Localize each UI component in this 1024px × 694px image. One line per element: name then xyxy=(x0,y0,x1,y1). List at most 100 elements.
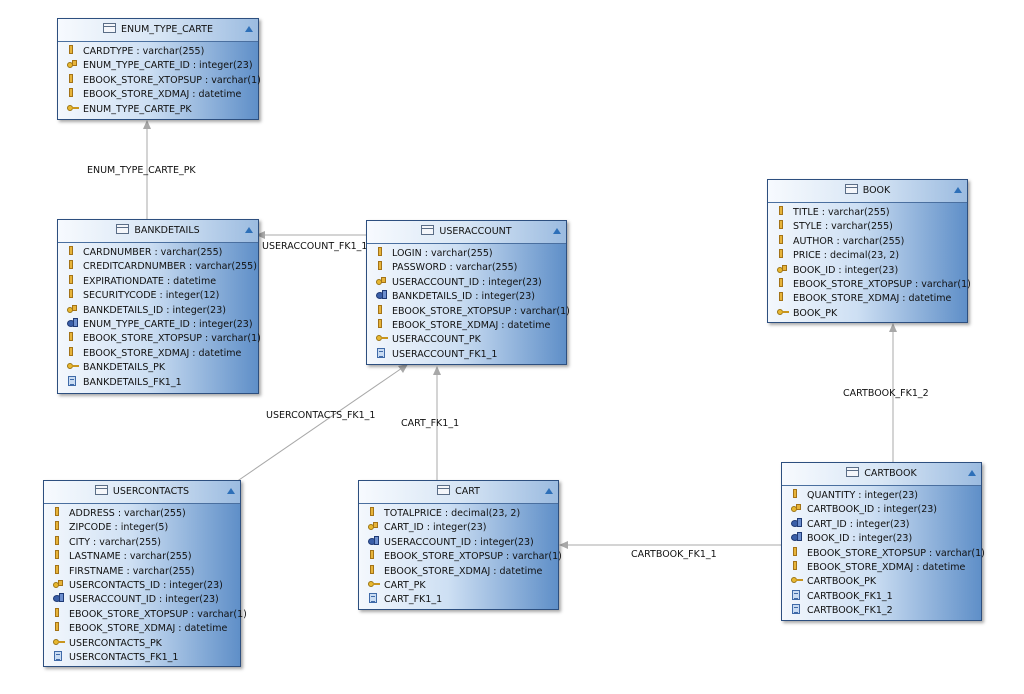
entity-row[interactable]: EBOOK_STORE_XDMAJ : datetime xyxy=(359,564,558,579)
entity-row[interactable]: CART_ID : integer(23) xyxy=(782,517,981,532)
collapse-icon[interactable] xyxy=(245,26,253,32)
entity-row-text: TITLE : varchar(255) xyxy=(793,207,890,218)
entity-row-text: EBOOK_STORE_XDMAJ : datetime xyxy=(384,565,543,577)
collapse-icon[interactable] xyxy=(545,488,553,494)
entity-row[interactable]: ENUM_TYPE_CARTE_ID : integer(23) xyxy=(58,317,258,332)
entity-row[interactable]: CARTBOOK_ID : integer(23) xyxy=(782,503,981,517)
entity-useraccount[interactable]: USERACCOUNT LOGIN : varchar(255)PASSWORD… xyxy=(366,220,570,365)
collapse-icon[interactable] xyxy=(245,227,253,233)
entity-row[interactable]: QUANTITY : integer(23) xyxy=(782,489,981,503)
entity-row[interactable]: EBOOK_STORE_XDMAJ : datetime xyxy=(44,622,240,636)
entity-row[interactable]: USERACCOUNT_ID : integer(23) xyxy=(367,276,566,290)
entity-header[interactable]: USERCONTACTS xyxy=(44,481,240,504)
entity-row[interactable]: ENUM_TYPE_CARTE_ID : integer(23) xyxy=(58,59,258,73)
entity-row[interactable]: CART_FK1_1 xyxy=(359,593,558,607)
entity-row[interactable]: USERCONTACTS_PK xyxy=(44,637,240,651)
entity-cartbook[interactable]: CARTBOOK QUANTITY : integer(23) CARTBOOK_… xyxy=(781,462,985,621)
entity-row-text: CARDTYPE : varchar(255) xyxy=(83,46,205,57)
entity-row[interactable]: USERACCOUNT_ID : integer(23) xyxy=(44,593,240,607)
entity-row[interactable]: BANKDETAILS_ID : integer(23) xyxy=(58,304,258,318)
entity-row[interactable]: EBOOK_STORE_XDMAJ : datetime xyxy=(782,560,981,575)
entity-usercontacts[interactable]: USERCONTACTS ADDRESS : varchar(255)ZIPCO… xyxy=(43,480,247,667)
entity-row[interactable]: EXPIRATIONDATE : datetime xyxy=(58,274,258,289)
entity-row[interactable]: BOOK_PK xyxy=(768,307,967,321)
entity-header[interactable]: USERACCOUNT xyxy=(367,221,566,244)
entity-row[interactable]: CART_PK xyxy=(359,579,558,593)
table-icon xyxy=(421,225,435,235)
entity-row[interactable]: EBOOK_STORE_XDMAJ : datetime xyxy=(58,346,258,361)
entity-row[interactable]: EBOOK_STORE_XTOPSUP : varchar(1) xyxy=(58,73,261,88)
column-icon xyxy=(53,607,66,618)
entity-row-text: CART_ID : integer(23) xyxy=(807,518,910,530)
entity-row[interactable]: CARTBOOK_FK1_2 xyxy=(782,604,981,618)
entity-row[interactable]: STYLE : varchar(255) xyxy=(768,220,967,234)
collapse-icon[interactable] xyxy=(954,187,962,193)
relation-label-cartbook-fk1-1: CARTBOOK_FK1_1 xyxy=(631,549,717,560)
entity-row[interactable]: LASTNAME : varchar(255) xyxy=(44,550,240,564)
entity-bankdetails[interactable]: BANKDETAILS CARDNUMBER : varchar(255)CRE… xyxy=(57,219,261,394)
entity-row[interactable]: AUTHOR : varchar(255) xyxy=(768,234,967,249)
entity-row[interactable]: CARTBOOK_PK xyxy=(782,575,981,589)
collapse-icon[interactable] xyxy=(968,470,976,476)
entity-title: CART xyxy=(455,486,480,497)
column-icon xyxy=(376,304,389,315)
column-icon xyxy=(376,247,389,257)
entity-row[interactable]: CREDITCARDNUMBER : varchar(255) xyxy=(58,260,258,274)
entity-row[interactable]: USERACCOUNT_FK1_1 xyxy=(367,347,566,362)
entity-row-text: EBOOK_STORE_XTOPSUP : varchar(1) xyxy=(392,305,570,317)
entity-row[interactable]: TOTALPRICE : decimal(23, 2) xyxy=(359,507,558,521)
entity-row[interactable]: FIRSTNAME : varchar(255) xyxy=(44,564,240,579)
entity-row[interactable]: BANKDETAILS_ID : integer(23) xyxy=(367,290,566,304)
entity-header[interactable]: BANKDETAILS xyxy=(58,220,258,243)
entity-row[interactable]: USERCONTACTS_ID : integer(23) xyxy=(44,579,240,593)
table-icon xyxy=(437,485,451,495)
collapse-icon[interactable] xyxy=(553,228,561,234)
entity-book[interactable]: BOOK TITLE : varchar(255) STYLE : varchar… xyxy=(767,179,971,323)
entity-row-text: USERACCOUNT_PK xyxy=(392,334,481,346)
entity-row-text: EBOOK_STORE_XDMAJ : datetime xyxy=(69,623,228,635)
entity-header[interactable]: ENUM_TYPE_CARTE xyxy=(58,19,258,42)
entity-row[interactable]: LOGIN : varchar(255) xyxy=(367,247,566,261)
entity-row[interactable]: EBOOK_STORE_XDMAJ : datetime xyxy=(768,292,967,306)
entity-row[interactable]: BOOK_ID : integer(23) xyxy=(768,264,967,278)
entity-enum-type-carte[interactable]: ENUM_TYPE_CARTE CARDTYPE : varchar(255) E… xyxy=(57,18,261,120)
entity-row[interactable]: USERACCOUNT_PK xyxy=(367,333,566,347)
entity-row[interactable]: CART_ID : integer(23) xyxy=(359,521,558,535)
entity-row[interactable]: ZIPCODE : integer(5) xyxy=(44,521,240,535)
entity-row[interactable]: CITY : varchar(255) xyxy=(44,535,240,550)
entity-row[interactable]: ADDRESS : varchar(255) xyxy=(44,507,240,521)
entity-row[interactable]: USERCONTACTS_FK1_1 xyxy=(44,650,240,665)
entity-row[interactable]: EBOOK_STORE_XTOPSUP : varchar(1) xyxy=(768,277,971,292)
entity-row[interactable]: EBOOK_STORE_XTOPSUP : varchar(1) xyxy=(44,607,247,622)
entity-title: BANKDETAILS xyxy=(134,225,200,236)
entity-row[interactable]: EBOOK_STORE_XTOPSUP : varchar(1) xyxy=(359,550,562,564)
entity-row[interactable]: SECURITYCODE : integer(12) xyxy=(58,289,258,303)
entity-row[interactable]: USERACCOUNT_ID : integer(23) xyxy=(359,535,558,550)
entity-header[interactable]: CARTBOOK xyxy=(782,463,981,486)
entity-header[interactable]: BOOK xyxy=(768,180,967,203)
entity-row[interactable]: CARDTYPE : varchar(255) xyxy=(58,45,258,59)
entity-row[interactable]: EBOOK_STORE_XTOPSUP : varchar(1) xyxy=(782,546,985,561)
column-icon xyxy=(67,45,80,55)
entity-row[interactable]: PASSWORD : varchar(255) xyxy=(367,261,566,275)
entity-row[interactable]: BOOK_ID : integer(23) xyxy=(782,532,981,546)
column-icon xyxy=(53,622,66,632)
entity-header[interactable]: CART xyxy=(359,481,558,504)
entity-row[interactable]: EBOOK_STORE_XDMAJ : datetime xyxy=(58,88,258,102)
entity-row[interactable]: CARTBOOK_FK1_1 xyxy=(782,589,981,604)
entity-cart[interactable]: CART TOTALPRICE : decimal(23, 2)CART_ID … xyxy=(358,480,562,610)
entity-title: USERACCOUNT xyxy=(439,226,512,237)
entity-row[interactable]: TITLE : varchar(255) xyxy=(768,206,967,220)
entity-row-text: QUANTITY : integer(23) xyxy=(807,490,918,501)
entity-row[interactable]: BANKDETAILS_PK xyxy=(58,361,258,375)
entity-row[interactable]: CARDNUMBER : varchar(255) xyxy=(58,246,258,260)
entity-row[interactable]: EBOOK_STORE_XTOPSUP : varchar(1) xyxy=(367,304,570,319)
entity-row[interactable]: ENUM_TYPE_CARTE_PK xyxy=(58,103,258,117)
entity-row[interactable]: EBOOK_STORE_XDMAJ : datetime xyxy=(367,318,566,333)
entity-row[interactable]: BANKDETAILS_FK1_1 xyxy=(58,375,258,390)
collapse-icon[interactable] xyxy=(227,488,235,494)
table-icon xyxy=(103,23,117,33)
column-icon xyxy=(67,274,80,285)
entity-row[interactable]: EBOOK_STORE_XTOPSUP : varchar(1) xyxy=(58,332,261,346)
entity-row[interactable]: PRICE : decimal(23, 2) xyxy=(768,249,967,263)
